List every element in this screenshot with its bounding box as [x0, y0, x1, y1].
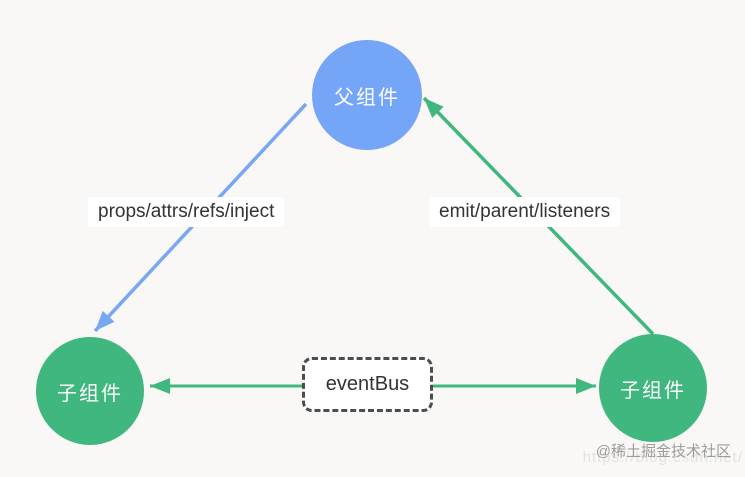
child-component-left-node: 子组件: [36, 337, 144, 445]
watermark-community-text: @稀土掘金技术社区: [595, 443, 731, 460]
parent-component-node: 父组件: [312, 40, 422, 150]
child-component-left-label: 子组件: [57, 382, 123, 405]
parent-component-label: 父组件: [334, 86, 400, 109]
props-edge-label: props/attrs/refs/inject: [88, 197, 285, 227]
emit-edge-label: emit/parent/listeners: [429, 197, 621, 227]
eventbus-label: eventBus: [325, 373, 410, 395]
child-component-right-node: 子组件: [599, 334, 707, 442]
child-component-right-label: 子组件: [620, 379, 686, 402]
eventbus-box: eventBus: [302, 357, 433, 412]
watermark-url-text: https://blog.csdn.net/: [582, 449, 743, 466]
